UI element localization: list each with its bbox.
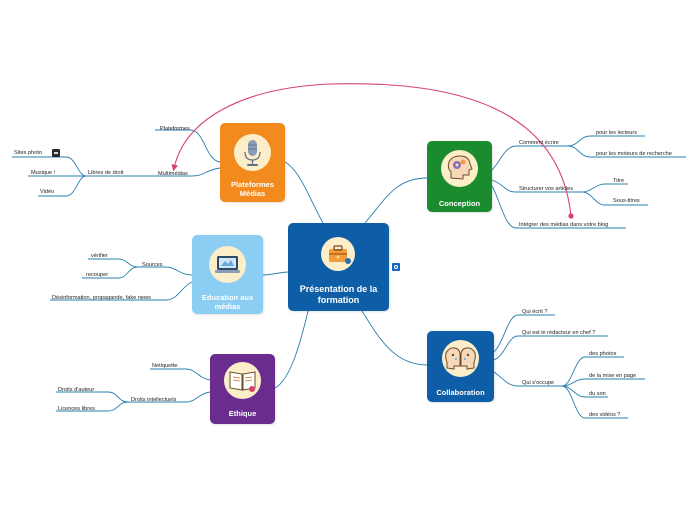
branch-ethique[interactable]: Ethique — [210, 354, 275, 424]
connector-center-education — [262, 271, 290, 276]
note-icon[interactable] — [52, 149, 60, 157]
branch-ethique-title: Ethique — [228, 409, 257, 418]
label-sous-titres[interactable]: Sous-titres — [613, 198, 640, 204]
label-licences-libres[interactable]: Licences libres — [58, 406, 95, 412]
two-heads-icon — [442, 340, 479, 377]
label-du-son[interactable]: du son — [589, 391, 606, 397]
branch-plateformes-medias[interactable]: Plateformes Médias — [220, 123, 285, 202]
branch-conception[interactable]: Conception — [427, 141, 492, 212]
microphone-icon — [234, 134, 271, 171]
label-video[interactable]: Vidéo — [40, 189, 55, 195]
branch-education-title: Education aux médias — [201, 293, 254, 311]
label-pour-lecteurs[interactable]: pour les lecteurs — [596, 130, 638, 136]
connector-plateformes — [155, 129, 221, 163]
connector-center-conception — [364, 177, 428, 224]
connector-multimedias — [155, 167, 221, 177]
label-qui-redacteur[interactable]: Qui est le rédacteur en chef ? — [522, 330, 596, 336]
label-mise-en-page[interactable]: de la mise en page — [589, 373, 637, 379]
label-desinformation[interactable]: Désinformation, propagande, fake news — [52, 295, 151, 301]
label-qui-ecrit[interactable]: Qui écrit ? — [522, 309, 548, 315]
label-pour-moteurs[interactable]: pour les moteurs de recherche — [596, 151, 672, 157]
label-multimedias[interactable]: Multimédias — [158, 171, 188, 177]
connector-center-plateformes — [284, 161, 324, 224]
briefcase-icon — [321, 237, 355, 271]
label-musique[interactable]: Musique ! — [31, 170, 56, 176]
label-structurer[interactable]: Structurer vos articles — [519, 186, 574, 192]
label-recouper[interactable]: recouper — [86, 272, 109, 278]
label-qui-occupe[interactable]: Qui s'occupe — [522, 380, 555, 386]
link-icon[interactable] — [392, 263, 400, 271]
label-titre[interactable]: Titre — [613, 178, 624, 184]
branch-education-medias[interactable]: Education aux médias — [192, 235, 263, 314]
label-droits-auteur[interactable]: Droits d'auteur — [58, 387, 95, 393]
connector-center-collaboration — [361, 310, 428, 366]
label-sources[interactable]: Sources — [142, 262, 163, 268]
label-verifier[interactable]: vérifier — [91, 253, 108, 259]
connector-center-ethique — [274, 310, 309, 389]
label-des-photos[interactable]: des photos — [589, 351, 617, 357]
label-des-videos[interactable]: des vidéos ? — [589, 412, 621, 418]
label-integrer[interactable]: Intégrer des médias dans votre blog — [519, 222, 609, 228]
branch-conception-title: Conception — [438, 199, 481, 208]
branch-collaboration-title: Collaboration — [436, 388, 485, 397]
book-icon — [224, 362, 261, 399]
laptop-icon — [209, 246, 246, 283]
label-droits-intellectuels[interactable]: Droits intellectuels — [131, 397, 177, 403]
central-topic-card[interactable]: Présentation de la formation — [288, 223, 389, 311]
central-topic-title: Présentation de la formation — [299, 284, 378, 305]
label-plateformes[interactable]: Plateformes — [160, 126, 190, 132]
label-comment-ecrire[interactable]: Comment écrire — [519, 140, 559, 146]
label-libres-de-droit[interactable]: Libres de droit — [88, 170, 124, 176]
label-netiquette[interactable]: Netiquette — [152, 363, 178, 369]
head-gears-icon — [441, 150, 478, 187]
branch-plateformes-title: Plateformes Médias — [231, 180, 274, 198]
relation-arrow — [171, 83, 572, 217]
branch-collaboration[interactable]: Collaboration — [427, 331, 494, 402]
label-sites-photo[interactable]: Sites photo — [14, 150, 42, 156]
